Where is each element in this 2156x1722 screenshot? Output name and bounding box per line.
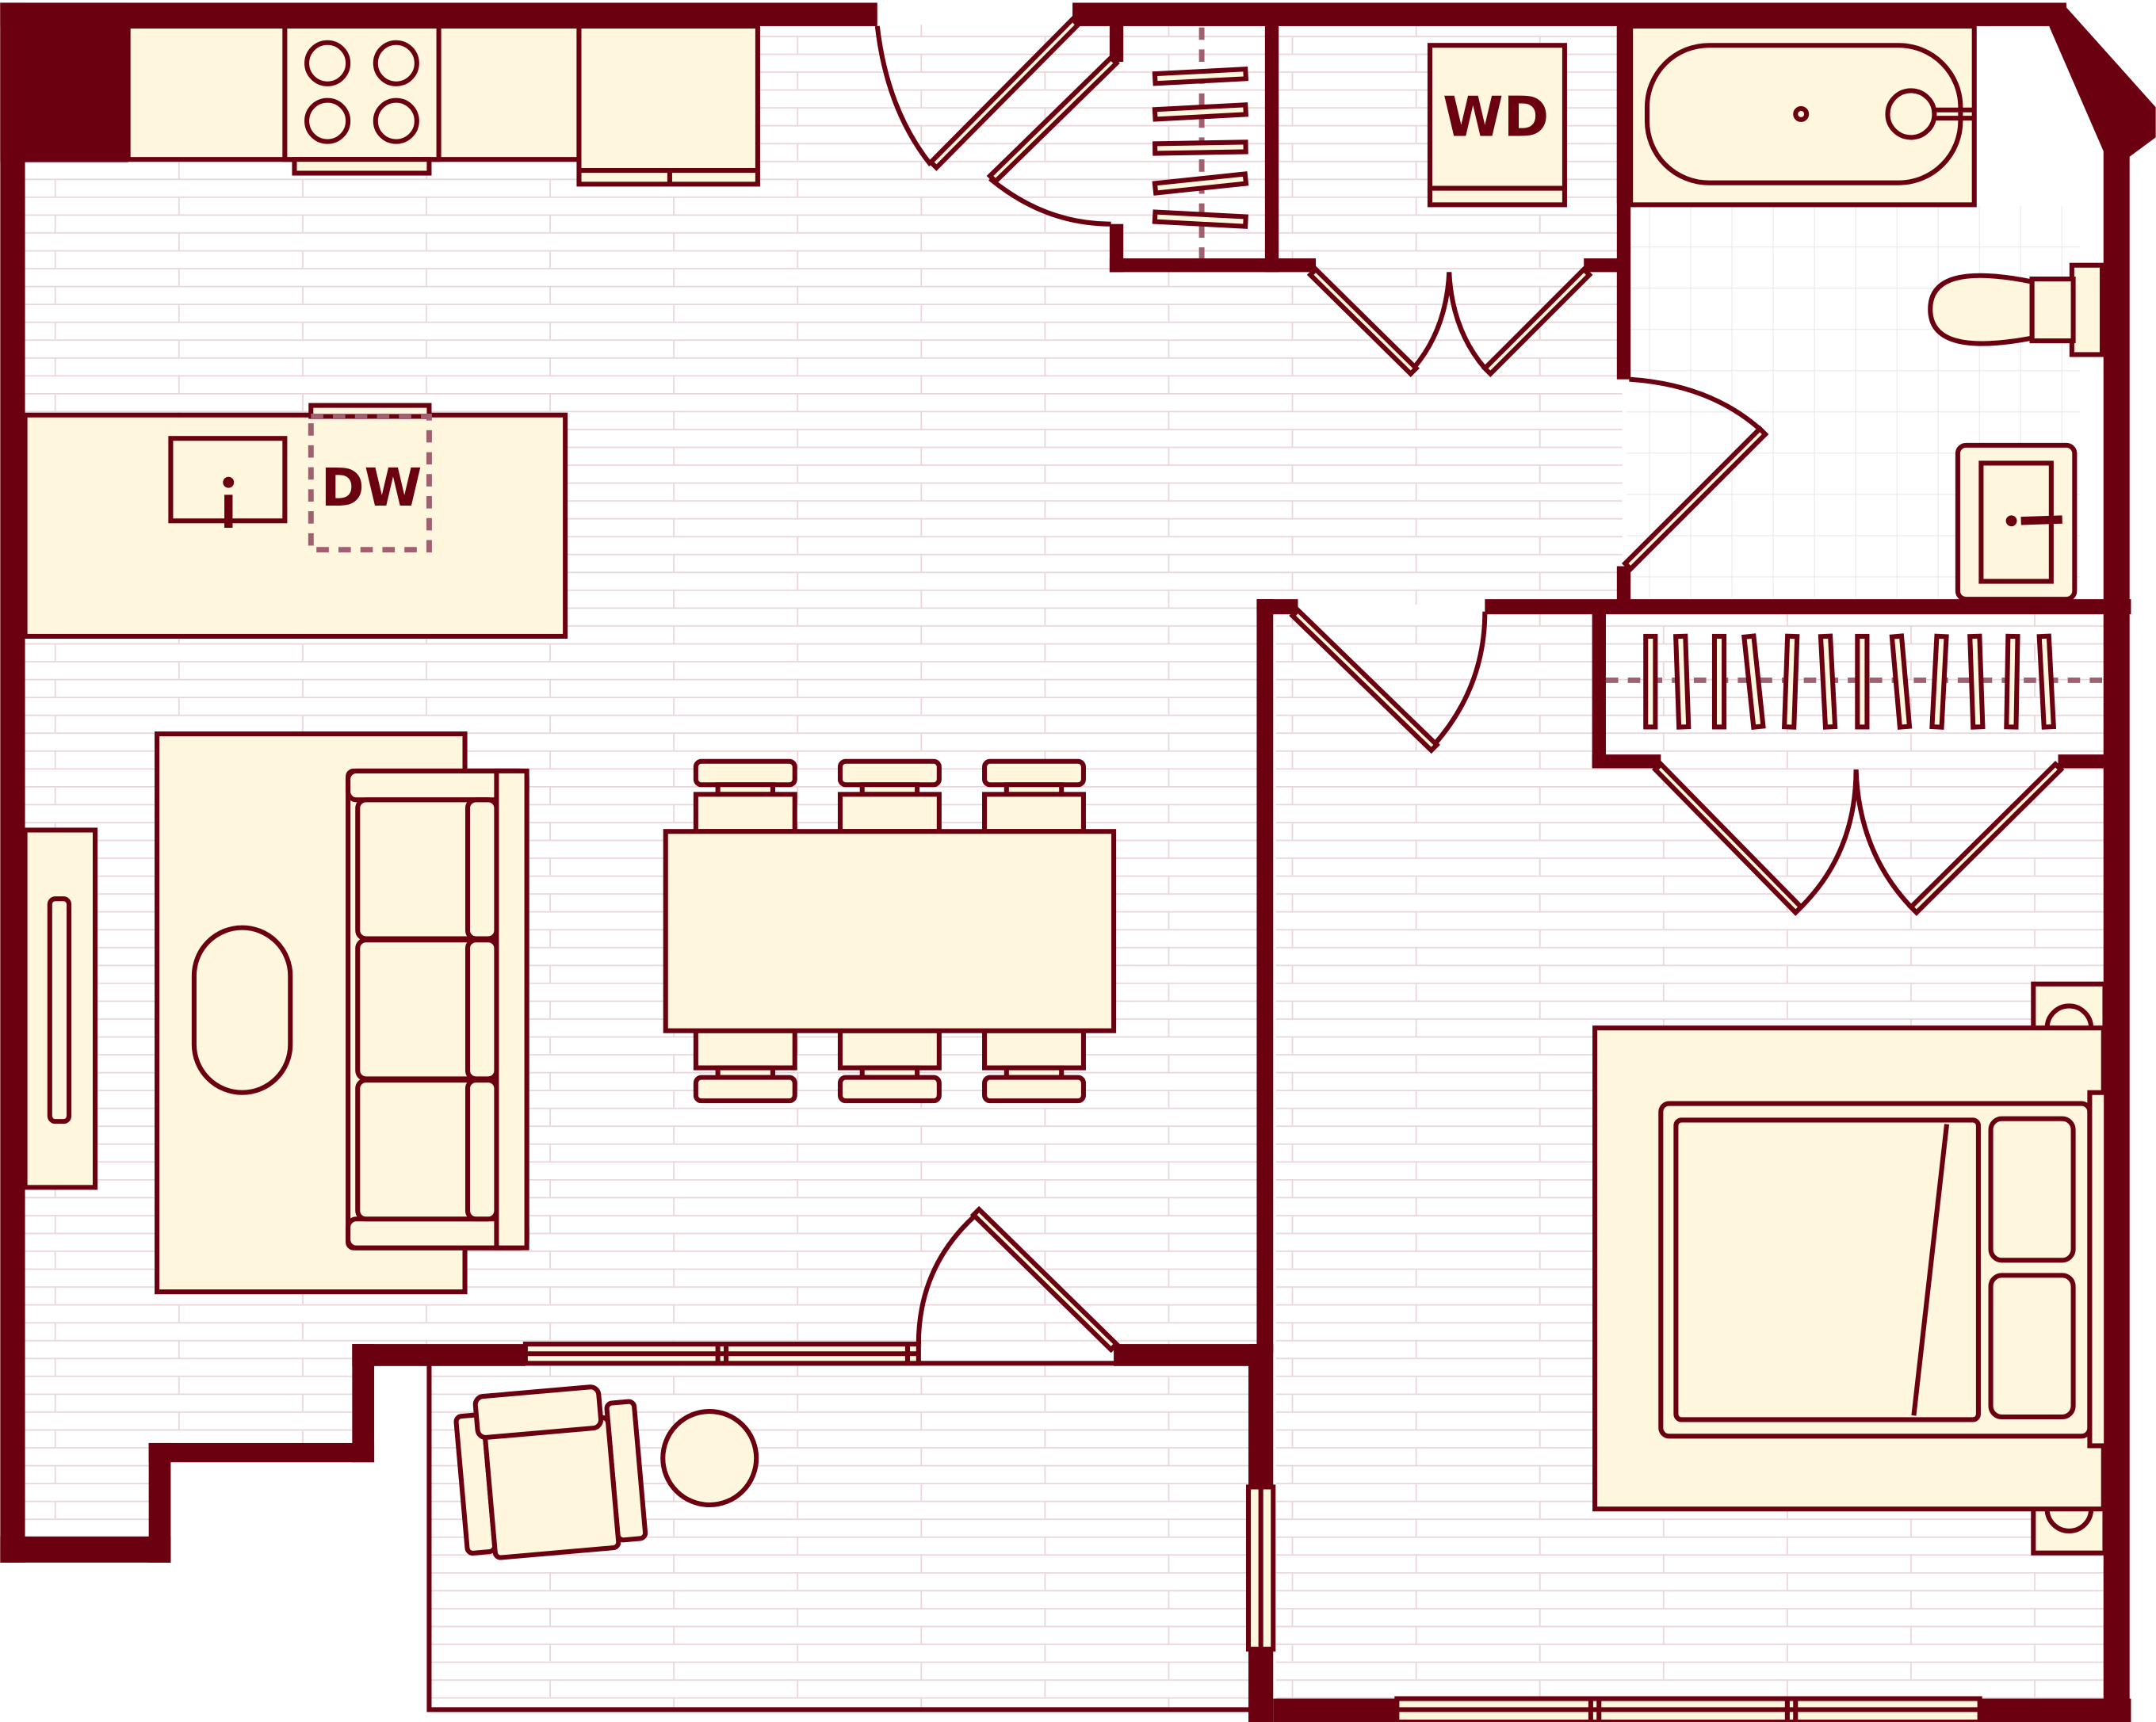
dining-chair: [837, 758, 942, 834]
stove-burner-icon: [304, 97, 351, 144]
tv: [47, 896, 72, 1124]
toilet-icon: [1928, 273, 2035, 346]
headboard: [2087, 1090, 2109, 1449]
dining-table: [663, 829, 1117, 1033]
side-table: [660, 1409, 759, 1508]
refrigerator: [576, 23, 760, 187]
bathtub-icon: [1628, 23, 1977, 208]
stove-burner-icon: [373, 40, 419, 86]
tv-console: [22, 827, 98, 1190]
bedroom: [1246, 606, 2109, 1722]
kitchen: DW: [22, 23, 760, 639]
stove: [282, 23, 442, 162]
left-exterior-wall: [0, 2, 25, 1563]
dining-chair: [693, 758, 797, 834]
washer-dryer: [1427, 43, 1567, 191]
dining-chair: [693, 1028, 797, 1104]
balcony: [426, 1205, 1254, 1712]
lounge-chair: [453, 1384, 648, 1560]
dining-chair: [982, 1028, 1086, 1104]
stove-burner-icon: [304, 40, 351, 86]
kitchen-island: [22, 412, 568, 639]
dishwasher-door: [308, 403, 432, 419]
hall-closet: [1152, 27, 1249, 259]
dining-chair: [837, 1028, 942, 1104]
coffee-table: [191, 925, 293, 1095]
bathroom: [1621, 23, 2105, 602]
entry-doors: [874, 15, 1120, 227]
stove-front: [292, 157, 432, 176]
dishwasher-outline: [308, 414, 432, 553]
pillow: [1988, 1116, 2076, 1263]
washer-dryer-label: WD: [1443, 86, 1549, 150]
stove-burner-icon: [373, 97, 419, 144]
living-area: [22, 731, 529, 1295]
laundry: WD: [1306, 43, 1593, 378]
dining-area: [663, 758, 1117, 1104]
pillow: [1988, 1273, 2076, 1420]
closet-hangers: [1643, 633, 2057, 730]
dining-chair: [982, 758, 1086, 834]
dishwasher-label: DW: [321, 457, 422, 518]
